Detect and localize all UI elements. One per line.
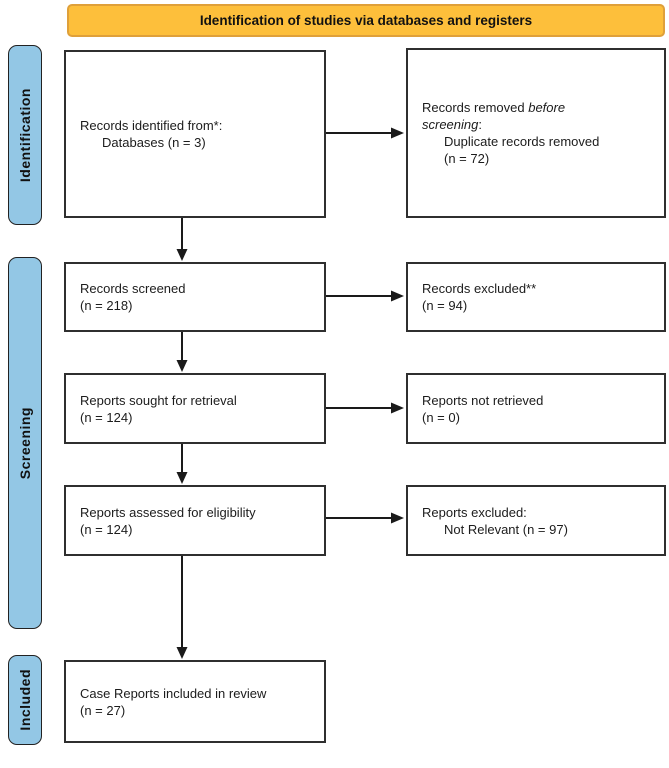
stage-included-label: Included xyxy=(17,669,33,731)
reports-not-retrieved-line2: (n = 0) xyxy=(422,409,460,425)
arrow-screened-to-sought xyxy=(176,332,188,372)
stage-identification-label: Identification xyxy=(17,87,33,183)
records-screened-line2: (n = 218) xyxy=(80,298,133,313)
reports-assessed-line2: (n = 124) xyxy=(80,521,133,537)
included-review-line2: (n = 27) xyxy=(80,702,126,718)
arrow-assessed-to-reports-excluded xyxy=(326,512,404,524)
reports-not-retrieved-line1: Reports not retrieved xyxy=(422,392,544,408)
records-excluded-line2: (n = 94) xyxy=(422,298,468,313)
arrow-sought-to-not-retrieved xyxy=(326,402,404,414)
records-screened-box: Records screened (n = 218) xyxy=(64,262,326,332)
records-removed-line2-suffix: : xyxy=(478,117,482,132)
records-excluded-line1: Records excluded** xyxy=(422,281,537,296)
arrow-screened-to-excluded xyxy=(326,290,404,302)
stage-identification: Identification xyxy=(8,45,42,225)
arrow-identified-to-screened xyxy=(176,218,188,261)
included-review-box: Case Reports included in review (n = 27) xyxy=(64,660,326,743)
arrow-identified-to-removed xyxy=(326,127,404,139)
records-removed-line3: Duplicate records removed xyxy=(444,134,600,149)
records-identified-line2: Databases (n = 3) xyxy=(102,135,206,150)
reports-sought-line2: (n = 124) xyxy=(80,409,133,425)
banner-label: Identification of studies via databases … xyxy=(199,13,533,28)
reports-not-retrieved-box: Reports not retrieved (n = 0) xyxy=(406,373,666,444)
arrow-sought-to-assessed xyxy=(176,444,188,484)
records-removed-line4: (n = 72) xyxy=(444,151,490,166)
records-excluded-box: Records excluded** (n = 94) xyxy=(406,262,666,332)
records-removed-line1-italic: before xyxy=(528,100,566,115)
records-removed-line2: screening: xyxy=(422,116,656,133)
records-identified-box: Records identified from*: Databases (n =… xyxy=(64,50,326,218)
reports-excluded-line2: Not Relevant (n = 97) xyxy=(444,521,568,537)
stage-screening: Screening xyxy=(8,257,42,629)
reports-excluded-box: Reports excluded: Not Relevant (n = 97) xyxy=(406,485,666,556)
reports-assessed-box: Reports assessed for eligibility (n = 12… xyxy=(64,485,326,556)
stage-screening-label: Screening xyxy=(17,406,33,480)
records-identified-line1: Records identified from*: xyxy=(80,118,223,133)
records-removed-box: Records removed before screening: Duplic… xyxy=(406,48,666,218)
records-removed-line1: Records removed before xyxy=(422,99,656,116)
records-removed-line2-italic: screening xyxy=(422,117,479,132)
reports-sought-box: Reports sought for retrieval (n = 124) xyxy=(64,373,326,444)
records-screened-line1: Records screened xyxy=(80,281,186,296)
reports-assessed-line1: Reports assessed for eligibility xyxy=(80,504,256,520)
included-review-line1: Case Reports included in review xyxy=(80,685,267,701)
banner-identification-via-databases: Identification of studies via databases … xyxy=(67,4,665,37)
reports-excluded-line1: Reports excluded: xyxy=(422,504,527,520)
reports-sought-line1: Reports sought for retrieval xyxy=(80,392,237,408)
records-removed-line1-text: Records removed xyxy=(422,100,529,115)
arrow-assessed-to-included xyxy=(176,556,188,659)
stage-included: Included xyxy=(8,655,42,745)
